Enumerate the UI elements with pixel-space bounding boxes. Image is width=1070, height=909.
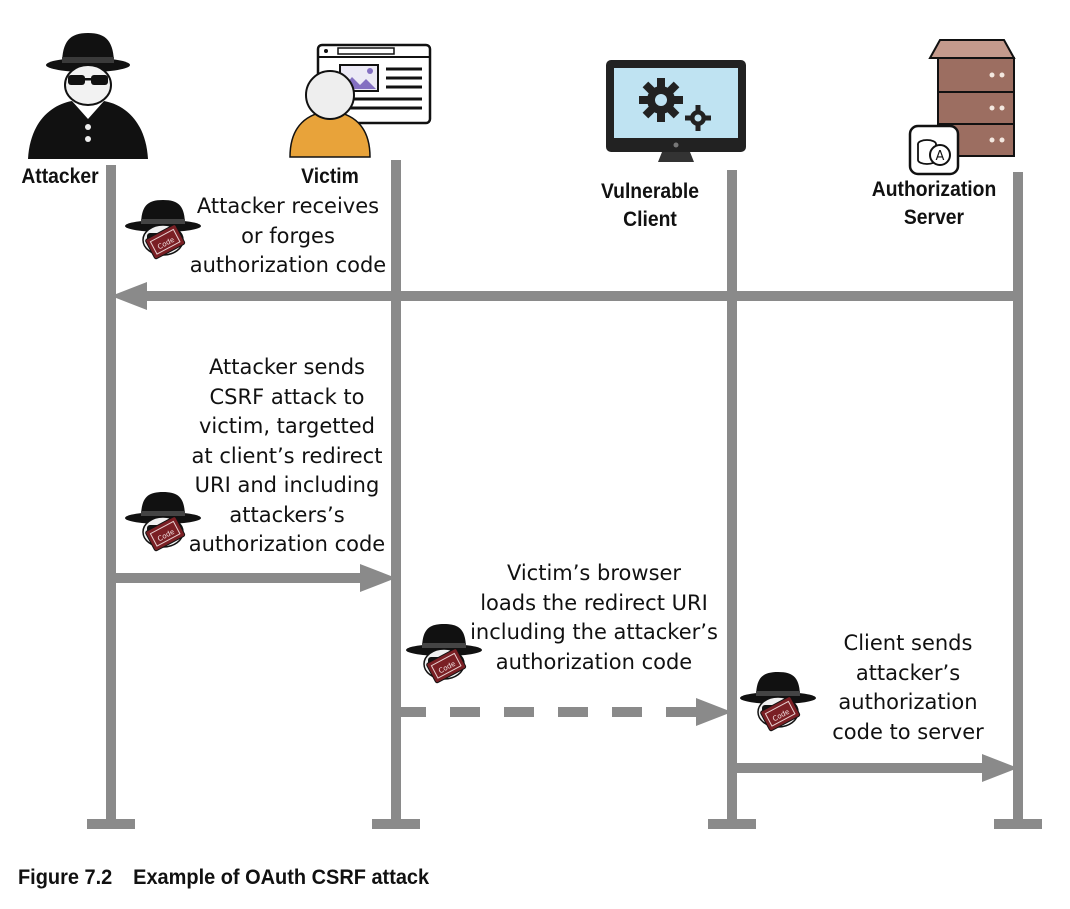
attacker-label: Attacker xyxy=(21,165,99,188)
message-arrow-3 xyxy=(396,698,732,726)
arrowhead xyxy=(360,564,396,592)
vulnerable-client-label: Vulnerable Client xyxy=(600,180,700,231)
authorization-server-label: Authorization Server xyxy=(871,178,997,229)
victim-browser-icon xyxy=(289,43,432,158)
figure-caption-text: Example of OAuth CSRF attack xyxy=(133,866,430,889)
message-text-1: Attacker receives or forges authorizatio… xyxy=(189,194,387,277)
server-rack-icon: A xyxy=(908,39,1016,176)
victim-label: Victim xyxy=(301,165,359,188)
message-arrows xyxy=(111,199,1018,782)
figure-caption: Figure 7.2 Example of OAuth CSRF attack xyxy=(18,866,450,890)
message-arrow-1 xyxy=(111,282,1018,310)
message-text-4: Client sends attacker’s authorization co… xyxy=(832,631,984,744)
arrowhead xyxy=(982,754,1018,782)
attacker-icon xyxy=(28,33,148,159)
message-arrow-2 xyxy=(111,564,396,592)
arrowhead xyxy=(696,698,732,726)
monitor-gears-icon xyxy=(606,60,746,162)
arrowhead xyxy=(111,282,147,310)
svg-text:A: A xyxy=(936,149,945,164)
lifelines xyxy=(87,160,1042,829)
message-text-2: Attacker sends CSRF attack to victim, ta… xyxy=(188,355,386,556)
attacker-with-code-icon xyxy=(739,671,817,733)
message-text-3: Victim’s browser loads the redirect URI … xyxy=(470,561,718,674)
message-arrow-4 xyxy=(732,754,1018,782)
figure-number: Figure 7.2 xyxy=(18,866,113,889)
